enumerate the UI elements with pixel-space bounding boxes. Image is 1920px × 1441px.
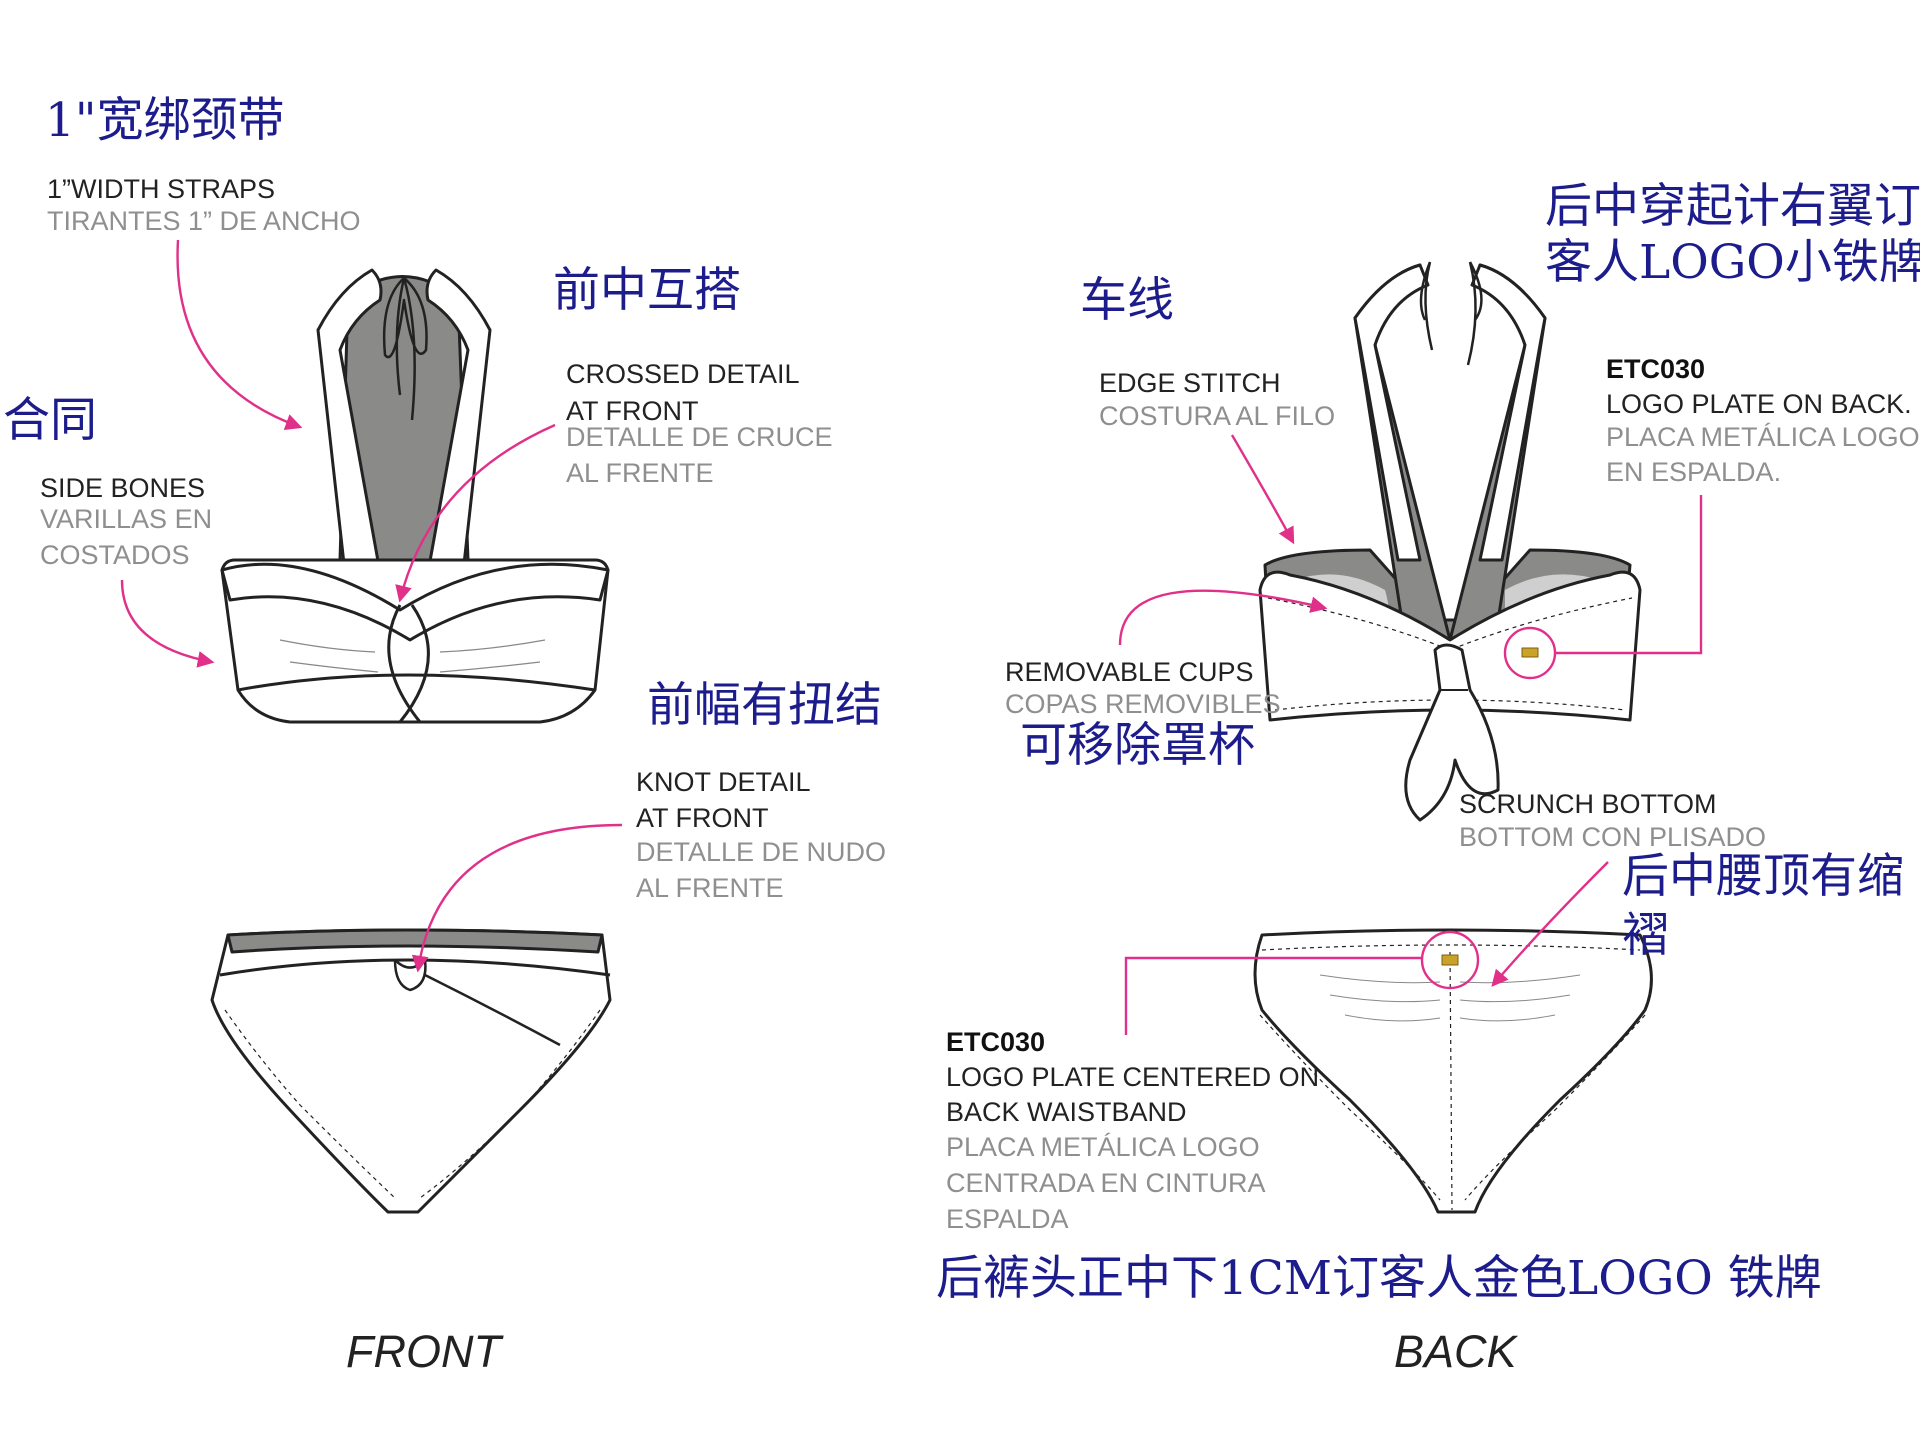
crossed-note-cn: 前中互搭 <box>553 263 741 318</box>
knot-label-en-1: KNOT DETAIL <box>636 767 811 797</box>
side-bones-label-es-1: VARILLAS EN <box>40 504 213 534</box>
callout-pointers <box>120 239 1703 1035</box>
pointer-crossed <box>395 423 556 603</box>
edge-stitch-label-en: EDGE STITCH <box>1099 368 1281 398</box>
pointer-logo-waist <box>1124 956 1422 1035</box>
cups-label-en: REMOVABLE CUPS <box>1005 657 1254 687</box>
stitch-note-cn: 车线 <box>1080 273 1174 328</box>
logo-back-label-en: LOGO PLATE ON BACK. <box>1606 389 1912 419</box>
pointer-scrunch <box>1491 861 1609 987</box>
logo-waist-code: ETC030 <box>946 1027 1046 1057</box>
straps-label-en: 1”WIDTH STRAPS <box>47 174 276 204</box>
logo-back-code: ETC030 <box>1606 354 1706 384</box>
knot-label-en-2: AT FRONT <box>636 803 769 833</box>
logo-waist-label-es-1: PLACA METÁLICA LOGO <box>946 1132 1260 1162</box>
logo-back-note-cn-1: 后中穿起计右翼订 <box>1545 179 1920 234</box>
knot-note-cn: 前幅有扭结 <box>647 678 882 733</box>
back-bikini-bottom <box>1253 928 1653 1214</box>
pointer-logo-back <box>1555 495 1703 655</box>
scrunch-label-en: SCRUNCH BOTTOM <box>1459 789 1717 819</box>
straps-label-es: TIRANTES 1” DE ANCHO <box>47 206 361 236</box>
contract-note-cn: 合同 <box>3 393 97 448</box>
scrunch-label-es: BOTTOM CON PLISADO <box>1459 822 1767 852</box>
waist-logo-note-cn: 后裤头正中下1CM订客人金色LOGO 铁牌 <box>936 1251 1822 1306</box>
logo-waist-label-en-1: LOGO PLATE CENTERED ON <box>946 1062 1320 1092</box>
cups-label-es: COPAS REMOVIBLES <box>1005 689 1281 719</box>
knot-label-es-2: AL FRENTE <box>636 873 784 903</box>
pointer-cups <box>1118 589 1328 646</box>
crossed-label-es-2: AL FRENTE <box>566 458 714 488</box>
crossed-label-en-1: CROSSED DETAIL <box>566 359 800 389</box>
scrunch-note-cn-1: 后中腰顶有缩 <box>1622 849 1904 904</box>
logo-back-note-cn-2: 客人LOGO小铁牌 <box>1545 235 1920 290</box>
cups-note-cn: 可移除罩杯 <box>1020 718 1255 773</box>
straps-note-cn: 1"宽绑颈带 <box>45 93 285 148</box>
logo-back-label-es-1: PLACA METÁLICA LOGO <box>1606 422 1920 452</box>
pointer-side-bones <box>120 579 215 668</box>
front-bikini-bottom <box>210 928 612 1214</box>
knot-label-es-1: DETALLE DE NUDO <box>636 837 887 867</box>
logo-waist-label-en-2: BACK WAISTBAND <box>946 1097 1187 1127</box>
crossed-label-es-1: DETALLE DE CRUCE <box>566 422 833 452</box>
pointer-edge-stitch <box>1230 434 1295 545</box>
side-bones-label-es-2: COSTADOS <box>40 540 190 570</box>
scrunch-note-cn-2: 褶 <box>1622 908 1669 963</box>
logo-circle-waist <box>1420 930 1480 990</box>
view-label-front: FRONT <box>346 1326 501 1377</box>
view-label-back: BACK <box>1394 1326 1517 1377</box>
edge-stitch-label-es: COSTURA AL FILO <box>1099 401 1336 431</box>
logo-waist-label-es-3: ESPALDA <box>946 1204 1069 1234</box>
crossed-label-en-2: AT FRONT <box>566 396 699 426</box>
pointer-straps <box>176 239 303 431</box>
logo-waist-label-es-2: CENTRADA EN CINTURA <box>946 1168 1266 1198</box>
back-halter-top <box>1258 261 1642 822</box>
logo-back-label-es-2: EN ESPALDA. <box>1606 457 1782 487</box>
front-halter-top <box>220 268 610 724</box>
side-bones-label-en: SIDE BONES <box>40 473 206 503</box>
pointer-knot <box>411 823 623 973</box>
